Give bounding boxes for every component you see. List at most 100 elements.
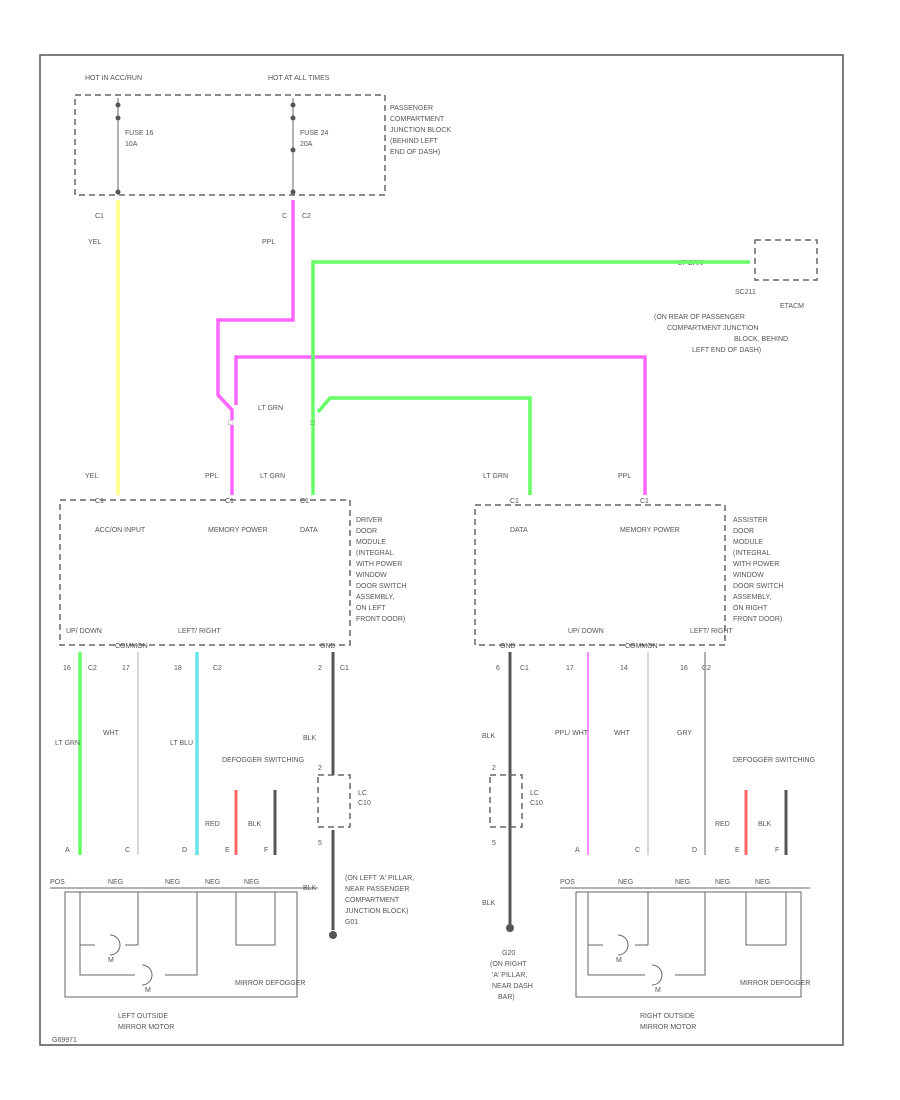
driver-pin-code-0: C2 xyxy=(88,665,97,672)
right-blk-label: BLK xyxy=(758,821,772,828)
driver-pin-18: 18 xyxy=(174,665,182,672)
ground-right-1: (ON RIGHT xyxy=(490,961,527,968)
right-outside-mirror: A C D E F POS NEG NEG NEG NEG M M MIRROR… xyxy=(560,847,810,1031)
driver-pin-code-2: C2 xyxy=(213,665,222,672)
fuse24-top-pin xyxy=(290,102,296,108)
right-mirror-caption-1: MIRROR MOTOR xyxy=(640,1024,696,1031)
fuse16-amp: 10A xyxy=(125,141,138,148)
left-conn-pin-c: C xyxy=(125,847,130,854)
ground-left-1: NEAR PASSENGER xyxy=(345,886,409,893)
left-defogger-label: DEFOGGER SWITCHING xyxy=(222,757,304,764)
splice-pack-outline xyxy=(754,239,818,281)
ground-left-3: JUNCTION BLOCK) xyxy=(345,908,408,915)
pass-data-label: DATA xyxy=(510,527,528,534)
pass-pin-14: 14 xyxy=(620,665,628,672)
left-mirror-caption-0: LEFT OUTSIDE xyxy=(118,1013,168,1020)
driver-desc-1: DOOR xyxy=(356,528,377,535)
left-conn-code-4: NEG xyxy=(244,879,259,886)
driver-desc-7: ASSEMBLY, xyxy=(356,594,394,601)
fuse-pin-c: C xyxy=(282,213,287,220)
lt-grn-wire-passenger xyxy=(316,396,532,495)
splice-location-0: ETACM xyxy=(780,303,804,310)
footer-code: G69971 xyxy=(52,1037,77,1044)
right-defogger-label: DEFOGGER SWITCHING xyxy=(733,757,815,764)
pass-pin-17: 17 xyxy=(566,665,574,672)
right-motor2-symbol xyxy=(651,964,663,986)
left-lc-pin-bot: 5 xyxy=(318,840,322,847)
left-motor2-symbol xyxy=(141,964,153,986)
pass-out-gnd: GND xyxy=(500,643,516,650)
left-conn-code-0: POS xyxy=(50,879,65,886)
fuse16-name: FUSE 16 xyxy=(125,130,154,137)
fuse-block-location-4: END OF DASH) xyxy=(390,149,440,156)
driver-desc-2: MODULE xyxy=(356,539,386,546)
driver-data-pin: C1 xyxy=(300,498,309,505)
fuse-block-location-3: (BEHIND LEFT xyxy=(390,138,439,145)
pass-desc-1: DOOR xyxy=(733,528,754,535)
splice-pack-code: SC211 xyxy=(735,289,756,296)
left-conn-pin-a: A xyxy=(65,847,70,854)
left-defogger-name: MIRROR DEFOGGER xyxy=(235,980,305,987)
right-motor1-symbol xyxy=(617,934,629,956)
pass-desc-2: MODULE xyxy=(733,539,763,546)
right-lc-pin-top: 2 xyxy=(492,765,496,772)
left-motor1-wiring xyxy=(79,892,139,946)
left-motor1-label: M xyxy=(108,957,114,964)
lt-grn-wire-driver xyxy=(311,260,750,495)
hot-all-times-label: HOT AT ALL TIMES xyxy=(268,75,330,82)
splice-location-4: LEFT END OF DASH) xyxy=(692,347,761,354)
fuse24-lower-pin xyxy=(290,147,296,153)
right-lc-connector xyxy=(489,774,523,828)
driver-door-module: C1 C1 C1 ACC/ON INPUT MEMORY POWER DATA … xyxy=(59,498,407,672)
fuse-block: HOT IN ACC/RUN HOT AT ALL TIMES FUSE 16 … xyxy=(74,75,451,220)
passenger-module-outline xyxy=(474,504,726,646)
pass-pin-code-0: C1 xyxy=(520,665,529,672)
driver-data-label: DATA xyxy=(300,527,318,534)
right-conn-pin-c: C xyxy=(635,847,640,854)
right-conn-pin-a: A xyxy=(575,847,580,854)
ground-right-0: G20 xyxy=(502,950,515,957)
right-conn-code-1: NEG xyxy=(618,879,633,886)
left-gnd-blk-label: BLK xyxy=(303,735,317,742)
pass-out-common: COMMON xyxy=(625,643,658,650)
fuse-block-outline xyxy=(74,94,386,196)
ppl-wire-passenger xyxy=(234,355,647,495)
left-mirror-outline xyxy=(64,891,298,998)
pass-desc-3: (INTEGRAL xyxy=(733,550,770,557)
driver-desc-0: DRIVER xyxy=(356,517,382,524)
driver-module-outline xyxy=(59,499,351,646)
left-wht-label: WHT xyxy=(103,730,120,737)
right-conn-pin-e: E xyxy=(735,847,740,854)
right-ground-point xyxy=(506,924,514,932)
driver-out-leftright: LEFT/ RIGHT xyxy=(178,628,222,635)
lt-grn-label-splice: LT GRN xyxy=(258,405,283,412)
pass-desc-4: WITH POWER xyxy=(733,561,779,568)
right-motor1-wiring xyxy=(587,892,649,946)
driver-desc-8: ON LEFT xyxy=(356,605,386,612)
splice-location-2: COMPARTMENT JUNCTION xyxy=(667,325,758,332)
pass-pin-16: 16 xyxy=(680,665,688,672)
ground-right-2: 'A' PILLAR, xyxy=(492,972,527,979)
ground-left-0: (ON LEFT 'A' PILLAR, xyxy=(345,875,414,882)
passenger-door-module: C1 C1 DATA MEMORY POWER ASSISTER DOOR MO… xyxy=(474,498,784,672)
right-gry-label: GRY xyxy=(677,730,692,737)
left-conn-pin-d: D xyxy=(182,847,187,854)
pass-out-leftright: LEFT/ RIGHT xyxy=(690,628,734,635)
hot-acc-label: HOT IN ACC/RUN xyxy=(85,75,142,82)
left-motor2-label: M xyxy=(145,987,151,994)
left-lt-blu-label: LT BLU xyxy=(170,740,193,747)
left-lt-grn-label: LT GRN xyxy=(55,740,80,747)
ground-left-4: G01 xyxy=(345,919,358,926)
fuse-pin-c1: C1 xyxy=(95,213,104,220)
lt-grn-label-passenger: LT GRN xyxy=(483,473,508,480)
driver-pin-17: 17 xyxy=(122,665,130,672)
driver-pin-16: 16 xyxy=(63,665,71,672)
left-blk-label: BLK xyxy=(248,821,262,828)
pass-desc-0: ASSISTER xyxy=(733,517,768,524)
right-conn-code-0: POS xyxy=(560,879,575,886)
right-wht-label: WHT xyxy=(614,730,631,737)
pass-data-pin: C1 xyxy=(510,498,519,505)
driver-out-updown: UP/ DOWN xyxy=(66,628,102,635)
splice-pack: SC211 ETACM (ON REAR OF PASSENGER COMPAR… xyxy=(654,239,818,354)
